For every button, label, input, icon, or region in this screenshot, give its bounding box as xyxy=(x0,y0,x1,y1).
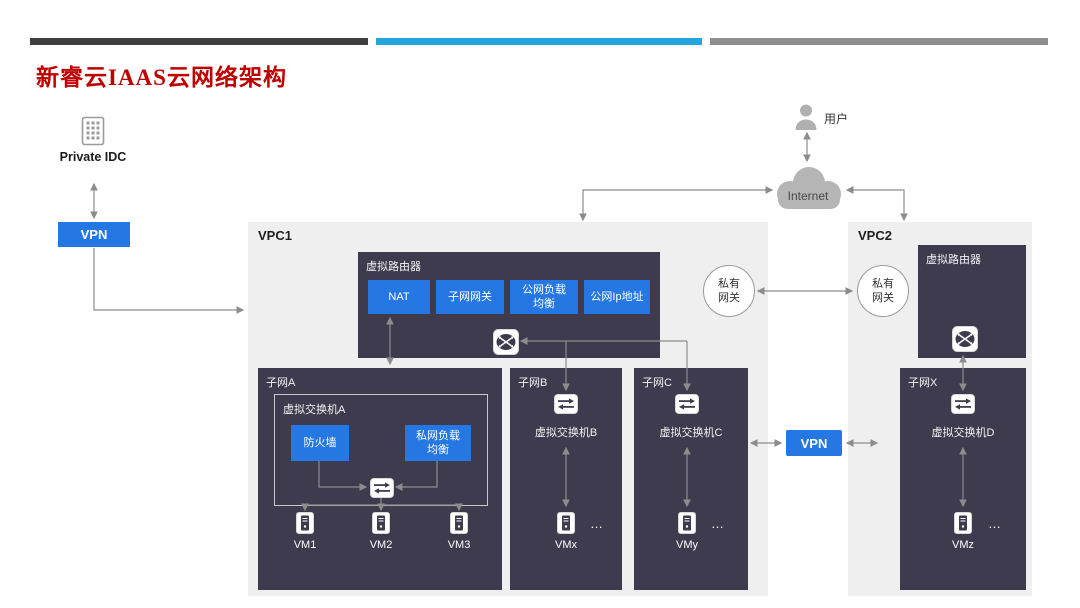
internet-cloud: Internet xyxy=(766,164,850,212)
page-title: 新睿云IAAS云网络架构 xyxy=(36,65,287,90)
subnet-b-box: 子网B 虚拟交换机B VMx … xyxy=(510,368,622,590)
router-icon xyxy=(493,329,519,355)
switch-b-label: 虚拟交换机B xyxy=(534,427,598,439)
more-vms-ellipsis: … xyxy=(988,516,1001,531)
more-vms-ellipsis: … xyxy=(590,516,603,531)
vm-icon xyxy=(450,512,468,534)
private-lb-node: 私网负载均衡 xyxy=(405,425,471,461)
header-bar-right xyxy=(710,38,1048,45)
subnet-c-label: 子网C xyxy=(642,377,672,389)
switch-a-label: 虚拟交换机A xyxy=(283,404,346,416)
vm-icon xyxy=(372,512,390,534)
private-gateway-left: 私有 网关 xyxy=(703,265,755,317)
subnet-gateway-node: 子网网关 xyxy=(436,280,504,314)
vmx-node: VMx xyxy=(546,512,586,551)
subnet-x-label: 子网X xyxy=(908,377,938,389)
vm2-node: VM2 xyxy=(361,512,401,551)
vpc1-router-label: 虚拟路由器 xyxy=(366,261,421,273)
subnet-b-label: 子网B xyxy=(518,377,548,389)
vpc2-router-label: 虚拟路由器 xyxy=(926,254,981,266)
header-bar-left xyxy=(30,38,368,45)
public-ip-node: 公网Ip地址 xyxy=(584,280,650,314)
header-bar-middle xyxy=(376,38,702,45)
router-icon xyxy=(952,326,978,352)
switch-d-icon xyxy=(951,394,975,414)
subnet-c-box: 子网C 虚拟交换机C VMy … xyxy=(634,368,748,590)
switch-c-label: 虚拟交换机C xyxy=(659,427,723,439)
switch-a-icon xyxy=(370,478,394,498)
vm3-label: VM3 xyxy=(447,539,471,551)
vmy-label: VMy xyxy=(676,539,698,551)
private-gateway-right: 私有 网关 xyxy=(857,265,909,317)
subnet-a-label: 子网A xyxy=(266,377,296,389)
vmx-label: VMx xyxy=(555,539,577,551)
vm-icon xyxy=(557,512,575,534)
vm1-label: VM1 xyxy=(293,539,317,551)
switch-b-icon xyxy=(554,394,578,414)
switch-a-box: 虚拟交换机A 防火墙 私网负载均衡 xyxy=(274,394,488,506)
user-label: 用户 xyxy=(824,112,849,126)
more-vms-ellipsis: … xyxy=(711,516,724,531)
vpc1-box: VPC1 虚拟路由器 NAT 子网网关 公网负载均衡 公网Ip地址 子网A 虚拟… xyxy=(248,222,768,596)
public-lb-node: 公网负载均衡 xyxy=(510,280,578,314)
idc-label: Private IDC xyxy=(59,150,127,164)
vpc2-router-box: 虚拟路由器 xyxy=(918,245,1026,358)
nat-node: NAT xyxy=(368,280,430,314)
switch-c-icon xyxy=(675,394,699,414)
vmz-label: VMz xyxy=(952,539,974,551)
vm3-node: VM3 xyxy=(439,512,479,551)
vm-icon xyxy=(296,512,314,534)
user-icon xyxy=(795,104,817,130)
subnet-x-box: 子网X 虚拟交换机D VMz … xyxy=(900,368,1026,590)
vpc2-label: VPC2 xyxy=(858,228,892,243)
cloud-icon xyxy=(777,167,841,209)
vmy-node: VMy xyxy=(667,512,707,551)
vm1-node: VM1 xyxy=(285,512,325,551)
idc-building-icon xyxy=(81,116,105,146)
firewall-node: 防火墙 xyxy=(291,425,349,461)
vm-icon xyxy=(954,512,972,534)
vm2-label: VM2 xyxy=(369,539,393,551)
vm-icon xyxy=(678,512,696,534)
switch-d-label: 虚拟交换机D xyxy=(931,427,995,439)
vpn-left-node: VPN xyxy=(58,222,130,247)
vpc1-label: VPC1 xyxy=(258,228,292,243)
vpc1-router-box: 虚拟路由器 NAT 子网网关 公网负载均衡 公网Ip地址 xyxy=(358,252,660,358)
subnet-a-box: 子网A 虚拟交换机A 防火墙 私网负载均衡 VM1 VM2 VM3 xyxy=(258,368,502,590)
vpn-mid-node: VPN xyxy=(786,430,842,456)
vmz-node: VMz xyxy=(943,512,983,551)
internet-label: Internet xyxy=(787,189,829,203)
